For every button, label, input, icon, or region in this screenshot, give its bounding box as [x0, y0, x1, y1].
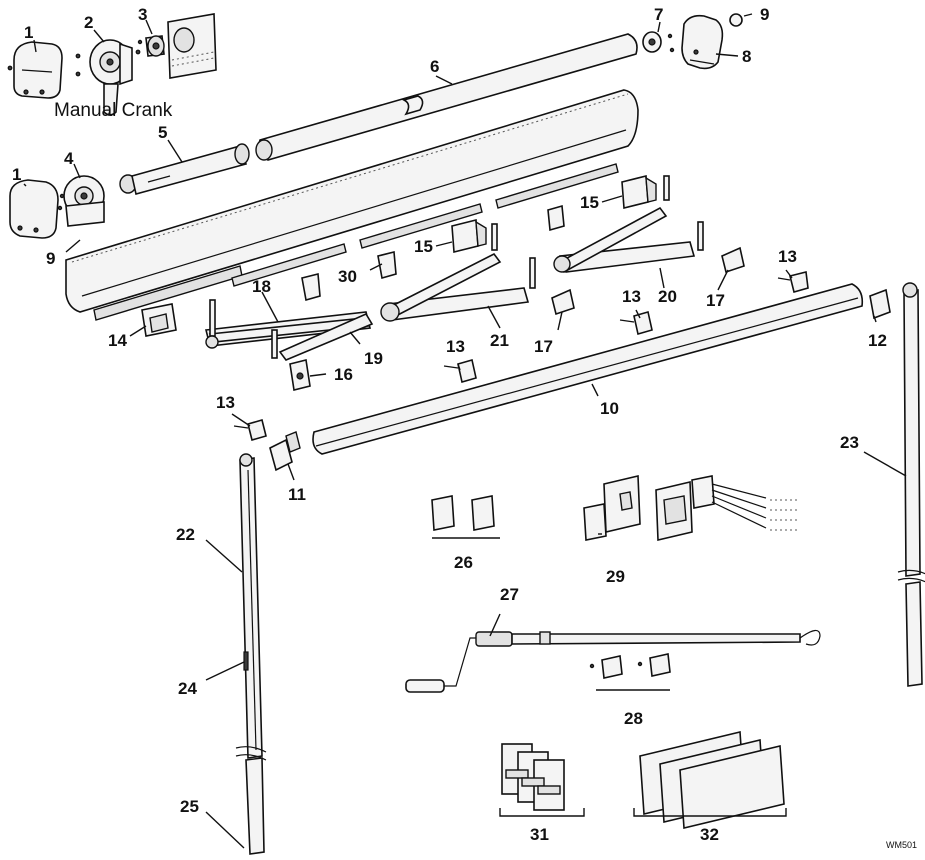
end-cap-plug-9	[729, 13, 743, 27]
support-leg-23	[897, 282, 925, 687]
end-plug-13-a	[777, 271, 809, 293]
callout-2: 2	[84, 13, 93, 32]
end-cap-motor-1	[9, 179, 59, 239]
callout-labels: 1 2 3 7 9 8 6 5 1 4 9 15 15 30 18 13 20 …	[12, 5, 917, 850]
bottom-bracket-16	[289, 359, 311, 391]
callout-17-right: 17	[706, 291, 725, 310]
callout-22: 22	[176, 525, 195, 544]
motor-gear-box-4	[57, 175, 105, 227]
hardware-28	[589, 653, 671, 691]
lift-handle-17b	[721, 246, 745, 274]
callout-20: 20	[658, 287, 677, 306]
callout-19: 19	[364, 349, 383, 368]
end-plug-13-b	[619, 310, 653, 336]
end-plug-13-d	[233, 419, 267, 441]
rail-brackets-26	[431, 495, 500, 539]
leader-lines	[23, 13, 907, 849]
callout-24: 24	[178, 679, 197, 698]
end-cap-manual-1	[7, 41, 63, 99]
motor-tube-5	[119, 143, 250, 195]
slide-plates-32	[633, 731, 787, 829]
callout-8: 8	[742, 47, 751, 66]
support-arm-19	[205, 299, 374, 361]
wall-bracket-14	[141, 303, 177, 337]
callout-13-center: 13	[446, 337, 465, 356]
callout-14: 14	[108, 331, 127, 350]
callout-12: 12	[868, 331, 887, 350]
callout-32: 32	[700, 825, 719, 844]
lead-rail-10	[312, 283, 864, 455]
callout-17-left: 17	[534, 337, 553, 356]
rafter-bracket-15a	[451, 218, 498, 254]
callout-28: 28	[624, 709, 643, 728]
callout-15-right: 15	[580, 193, 599, 212]
callout-23: 23	[840, 433, 859, 452]
callout-26: 26	[454, 553, 473, 572]
callout-5: 5	[158, 123, 167, 142]
drive-coupler-3	[137, 35, 165, 57]
callout-1-manual: 1	[24, 23, 33, 42]
roller-tube-6	[255, 33, 638, 161]
end-plug-13-c	[443, 358, 477, 384]
manual-crank-caption: Manual Crank	[54, 100, 173, 121]
callout-18: 18	[252, 277, 271, 296]
callout-7: 7	[654, 5, 663, 24]
callout-3: 3	[138, 5, 147, 24]
callout-1-motor: 1	[12, 165, 21, 184]
callout-30: 30	[338, 267, 357, 286]
slide-plates-31	[499, 743, 585, 817]
callout-25: 25	[180, 797, 199, 816]
watermark: WM501	[886, 840, 917, 850]
support-arm-21	[380, 252, 536, 322]
control-switch-29	[583, 474, 800, 542]
callout-11: 11	[288, 485, 306, 504]
callout-29: 29	[606, 567, 625, 586]
rail-clip-30	[301, 204, 565, 302]
gear-box-2	[75, 39, 141, 116]
callout-31: 31	[530, 825, 549, 844]
callout-13-mid: 13	[622, 287, 641, 306]
callout-13-right: 13	[778, 247, 797, 266]
support-arm-20	[553, 206, 704, 273]
callout-6: 6	[430, 57, 439, 76]
callout-27: 27	[500, 585, 519, 604]
idler-end-cap-8	[681, 14, 724, 70]
roller-tube-end-detail	[167, 13, 217, 79]
callout-9-motor: 9	[46, 249, 55, 268]
callout-4: 4	[64, 149, 74, 168]
rafter-bracket-15b	[621, 174, 670, 210]
callout-21: 21	[490, 331, 509, 350]
callout-15-left: 15	[414, 237, 433, 256]
lead-rail-end-cap-11	[269, 431, 301, 472]
awning-rail-channel	[65, 89, 639, 321]
crank-handle-27	[405, 629, 821, 693]
lead-rail-end-cap-12	[869, 288, 891, 320]
idler-coupler-7	[642, 31, 675, 53]
lift-handle-17a	[551, 288, 575, 316]
callout-13-left: 13	[216, 393, 235, 412]
callout-16: 16	[334, 365, 353, 384]
support-leg-22	[235, 453, 267, 855]
callout-10: 10	[600, 399, 619, 418]
callout-9-top: 9	[760, 5, 769, 24]
